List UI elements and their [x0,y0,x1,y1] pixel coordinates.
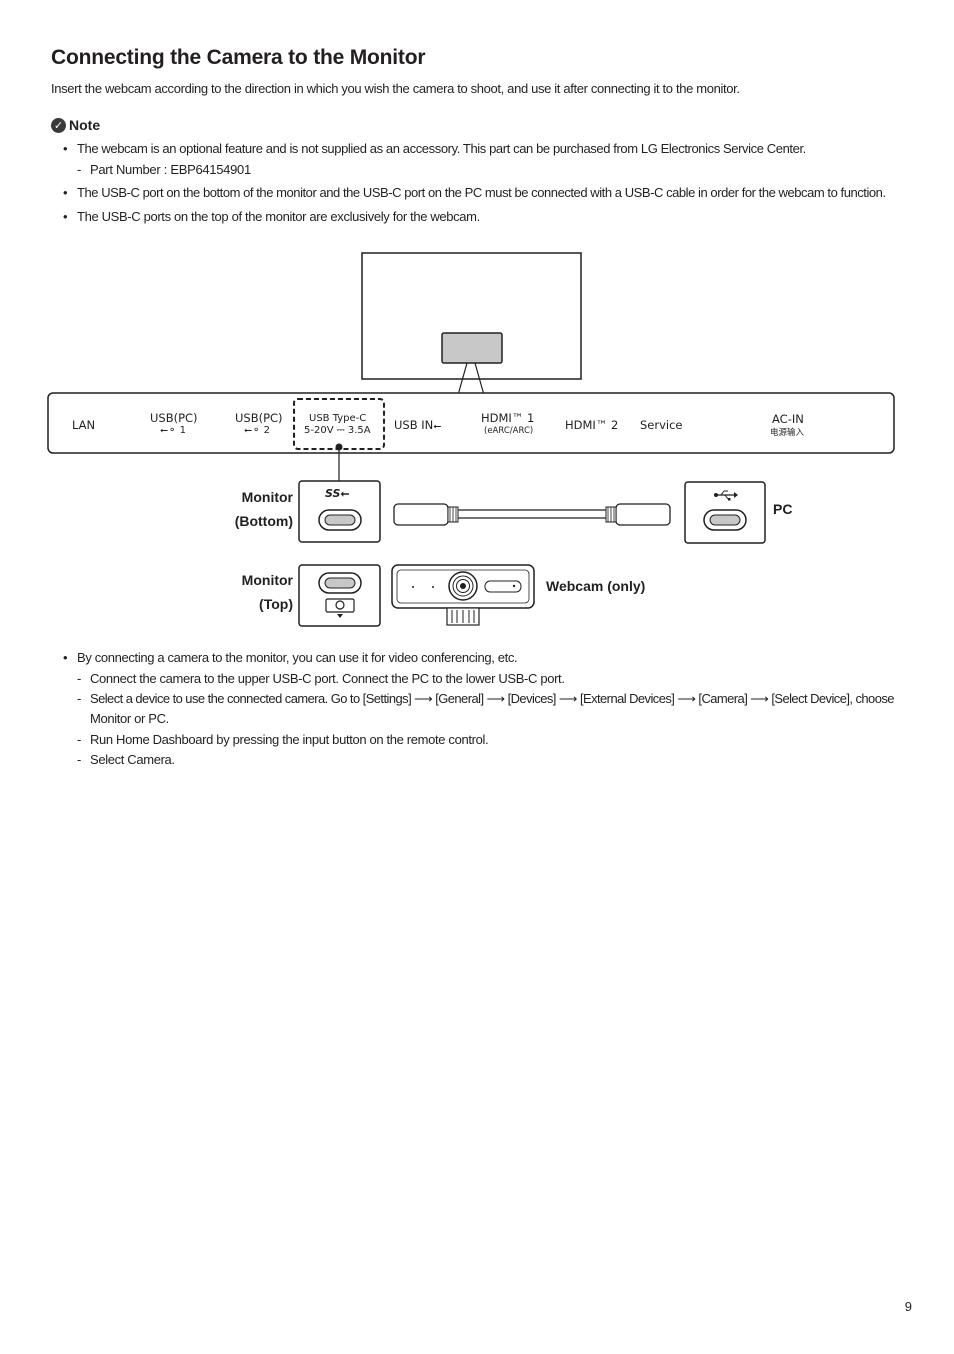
step-item: Run Home Dashboard by pressing the input… [90,732,489,747]
port-hdmi-1: HDMI™ 1 [481,411,535,425]
port-ac-in: AC-IN [772,412,804,426]
pc-label: PC [773,501,793,517]
ss-mark: SS [325,487,341,500]
step-item: Connect the camera to the upper USB-C po… [90,671,565,686]
usb-icon [714,490,738,501]
bullet-marker: • [63,650,68,665]
connection-diagram [47,252,895,627]
page-number: 9 [904,1299,912,1314]
usb-pc-2-number: 2 [263,425,270,436]
port-usb-in: USB IN⭠ [394,418,441,432]
bullet-marker: • [63,141,68,156]
dash-marker: - [77,671,82,686]
port-usb-type-c: USB Type-C [309,413,367,424]
usb-in-label: USB IN [394,418,434,432]
note-item: The webcam is an optional feature and is… [77,141,806,156]
port-service: Service [640,418,683,432]
note-heading: ✓ Note [51,117,100,133]
port-panel [47,392,895,454]
monitor-bottom-line-1: Monitor [241,489,293,505]
port-hdmi-1-sub: (eARC/ARC) [484,426,534,436]
step-item: Select Camera. [90,752,175,767]
monitor-port-zoom [441,332,503,364]
usb-pc-1-number: 1 [179,425,186,436]
note-subitem: Part Number : EBP64154901 [90,162,251,177]
port-hdmi-2: HDMI™ 2 [565,418,619,432]
dash-marker: - [77,732,82,747]
check-icon: ✓ [51,117,66,133]
dash-marker: - [77,162,82,177]
note-label: Note [69,117,101,133]
bullet-marker: • [63,209,68,224]
camera-icon [325,598,355,618]
usb-icon: ⭠⚬ [244,425,261,436]
superspeed-usb-icon: SS⭠ [325,487,349,501]
port-ac-in-sub: 电源输入 [770,428,805,438]
monitor-bottom-label: Monitor (Bottom) [200,485,293,533]
port-usb-pc-1-sub: ⭠⚬ 1 [160,425,186,436]
steps-intro: By connecting a camera to the monitor, y… [77,650,518,665]
monitor-top-line-2: (Top) [259,596,293,612]
cable-plug-right [615,503,671,526]
webcam-label: Webcam (only) [546,578,646,594]
zoom-lines [457,362,468,396]
webcam-illustration [391,564,535,626]
usb-icon: ⭠ [340,487,350,500]
monitor-top-line-1: Monitor [241,572,293,588]
monitor-bottom-line-2: (Bottom) [234,513,293,529]
note-item: The USB-C port on the bottom of the moni… [77,185,886,200]
usb-icon: ⭠ [433,421,442,432]
port-usb-pc-2: USB(PC) [235,411,283,425]
port-usb-type-c-rating: 5-20V ⎓ 3.5A [304,425,371,436]
connector-dot [335,443,343,451]
usb-icon: ⭠⚬ [160,425,177,436]
dash-marker: - [77,752,82,767]
port-lan: LAN [72,418,96,432]
step-item-continued: Monitor or PC. [90,711,169,726]
monitor-top-label: Monitor (Top) [200,568,293,616]
bullet-marker: • [63,185,68,200]
step-item: Select a device to use the connected cam… [90,691,894,706]
intro-text: Insert the webcam according to the direc… [51,81,740,96]
zoom-lines [474,362,485,396]
cable-plug-left [393,503,449,526]
port-usb-pc-1: USB(PC) [150,411,198,425]
port-usb-pc-2-sub: ⭠⚬ 2 [244,425,270,436]
page-title: Connecting the Camera to the Monitor [51,46,426,69]
dash-marker: - [77,691,82,706]
note-item: The USB-C ports on the top of the monito… [77,209,480,224]
